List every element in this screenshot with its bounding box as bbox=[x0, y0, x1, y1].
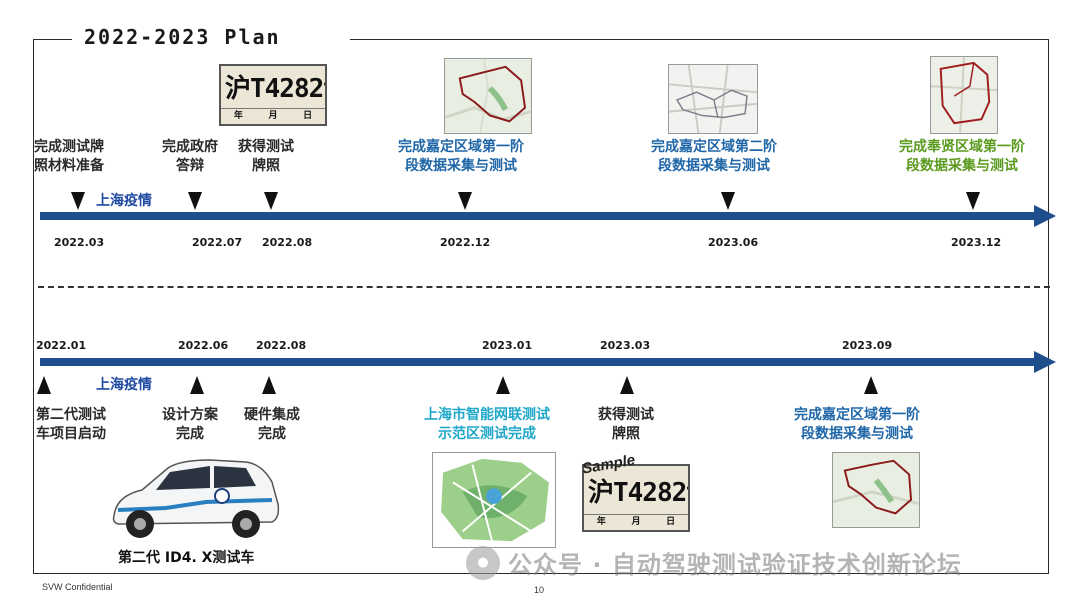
top-event-6-line1: 完成奉贤区域第一阶 bbox=[899, 138, 1025, 157]
top-marker-4 bbox=[458, 192, 472, 210]
bottom-event-4-line1: 上海市智能网联测试 bbox=[424, 406, 550, 425]
plate-day: 日 bbox=[303, 109, 312, 124]
top-date-2: 2022.07 bbox=[192, 236, 242, 249]
bottom-event-6-line2: 段数据采集与测试 bbox=[794, 425, 920, 444]
bottom-event-3-line2: 完成 bbox=[244, 425, 300, 444]
watermark-text: 公众号 · 自动驾驶测试验证技术创新论坛 bbox=[508, 545, 962, 580]
plate-date-row: 年 月 日 bbox=[221, 108, 325, 124]
demo-zone-map bbox=[432, 452, 556, 548]
bottom-event-3-line1: 硬件集成 bbox=[244, 406, 300, 425]
plate-year-sample: 年 bbox=[597, 515, 606, 530]
top-event-5-line2: 段数据采集与测试 bbox=[651, 157, 777, 176]
confidential-note: SVW Confidential bbox=[42, 582, 113, 592]
bottom-epidemic-label: 上海疫情 bbox=[96, 374, 152, 394]
wechat-account-logo-icon: ● bbox=[466, 546, 500, 580]
top-event-2-label: 完成政府 答辩 bbox=[162, 138, 218, 176]
wechat-watermark: ● 公众号 · 自动驾驶测试验证技术创新论坛 bbox=[466, 545, 962, 580]
top-marker-6 bbox=[966, 192, 980, 210]
top-event-5-label: 完成嘉定区域第二阶 段数据采集与测试 bbox=[651, 138, 777, 176]
top-epidemic-label: 上海疫情 bbox=[96, 190, 152, 210]
bottom-event-5-line2: 牌照 bbox=[598, 425, 654, 444]
top-marker-1 bbox=[71, 192, 85, 210]
top-date-4: 2022.12 bbox=[440, 236, 490, 249]
top-event-1-label: 完成测试牌 照材料准备 bbox=[34, 138, 104, 176]
top-event-3-line2: 牌照 bbox=[238, 157, 294, 176]
plate-month: 月 bbox=[268, 109, 277, 124]
top-event-4-label: 完成嘉定区域第一阶 段数据采集与测试 bbox=[398, 138, 524, 176]
bottom-event-2-label: 设计方案 完成 bbox=[162, 406, 218, 444]
top-event-6-label: 完成奉贤区域第一阶 段数据采集与测试 bbox=[899, 138, 1025, 176]
top-event-4-line2: 段数据采集与测试 bbox=[398, 157, 524, 176]
jiading-map-phase2 bbox=[668, 64, 758, 134]
car-caption: 第二代 ID4. X测试车 bbox=[118, 547, 254, 567]
top-event-1-line1: 完成测试牌 bbox=[34, 138, 104, 157]
top-marker-2 bbox=[188, 192, 202, 210]
top-event-2-line2: 答辩 bbox=[162, 157, 218, 176]
top-marker-3 bbox=[264, 192, 278, 210]
plate-day-sample: 日 bbox=[666, 515, 675, 530]
top-event-2-line1: 完成政府 bbox=[162, 138, 218, 157]
bottom-event-5-line1: 获得测试 bbox=[598, 406, 654, 425]
bottom-event-6-line1: 完成嘉定区域第一阶 bbox=[794, 406, 920, 425]
slide-title: 2022-2023 Plan bbox=[84, 25, 281, 49]
top-event-3-label: 获得测试 牌照 bbox=[238, 138, 294, 176]
page-number: 10 bbox=[534, 585, 544, 595]
fengxian-map bbox=[930, 56, 998, 134]
plate-number-sample: 沪T4282试 bbox=[588, 472, 690, 509]
top-date-6: 2023.12 bbox=[951, 236, 1001, 249]
top-timeline-axis bbox=[40, 212, 1036, 220]
bottom-event-2-line2: 完成 bbox=[162, 425, 218, 444]
bottom-event-3-label: 硬件集成 完成 bbox=[244, 406, 300, 444]
bottom-marker-2 bbox=[190, 376, 204, 394]
bottom-event-1-label: 第二代测试 车项目启动 bbox=[36, 406, 106, 444]
bottom-date-3: 2022.08 bbox=[256, 339, 306, 352]
top-marker-5 bbox=[721, 192, 735, 210]
top-event-3-line1: 获得测试 bbox=[238, 138, 294, 157]
top-event-4-line1: 完成嘉定区域第一阶 bbox=[398, 138, 524, 157]
plate-number: 沪T4282试 bbox=[225, 68, 327, 105]
plate-year: 年 bbox=[234, 109, 243, 124]
bottom-marker-6 bbox=[864, 376, 878, 394]
bottom-marker-5 bbox=[620, 376, 634, 394]
bottom-event-5-label: 获得测试 牌照 bbox=[598, 406, 654, 444]
bottom-marker-4 bbox=[496, 376, 510, 394]
top-date-1: 2022.03 bbox=[54, 236, 104, 249]
bottom-event-2-line1: 设计方案 bbox=[162, 406, 218, 425]
bottom-marker-1 bbox=[37, 376, 51, 394]
top-event-5-line1: 完成嘉定区域第二阶 bbox=[651, 138, 777, 157]
plate-month-sample: 月 bbox=[631, 515, 640, 530]
jiading-map-phase1-bottom bbox=[832, 452, 920, 528]
bottom-date-1: 2022.01 bbox=[36, 339, 86, 352]
top-event-6-line2: 段数据采集与测试 bbox=[899, 157, 1025, 176]
jiading-map-phase1 bbox=[444, 58, 532, 134]
plate-date-row-sample: 年 月 日 bbox=[584, 514, 688, 530]
top-date-3: 2022.08 bbox=[262, 236, 312, 249]
top-event-1-line2: 照材料准备 bbox=[34, 157, 104, 176]
bottom-date-2: 2022.06 bbox=[178, 339, 228, 352]
top-axis-arrowhead bbox=[1034, 205, 1056, 227]
top-date-5: 2023.06 bbox=[708, 236, 758, 249]
bottom-date-6: 2023.09 bbox=[842, 339, 892, 352]
section-divider bbox=[38, 286, 1050, 288]
bottom-event-4-label: 上海市智能网联测试 示范区测试完成 bbox=[424, 406, 550, 444]
bottom-timeline-axis bbox=[40, 358, 1036, 366]
license-plate-image: 沪T4282试 年 月 日 bbox=[219, 64, 327, 126]
test-car-image bbox=[106, 452, 284, 544]
bottom-event-1-line2: 车项目启动 bbox=[36, 425, 106, 444]
bottom-event-4-line2: 示范区测试完成 bbox=[424, 425, 550, 444]
bottom-date-4: 2023.01 bbox=[482, 339, 532, 352]
bottom-event-1-line1: 第二代测试 bbox=[36, 406, 106, 425]
bottom-marker-3 bbox=[262, 376, 276, 394]
bottom-date-5: 2023.03 bbox=[600, 339, 650, 352]
bottom-event-6-label: 完成嘉定区域第一阶 段数据采集与测试 bbox=[794, 406, 920, 444]
bottom-axis-arrowhead bbox=[1034, 351, 1056, 373]
